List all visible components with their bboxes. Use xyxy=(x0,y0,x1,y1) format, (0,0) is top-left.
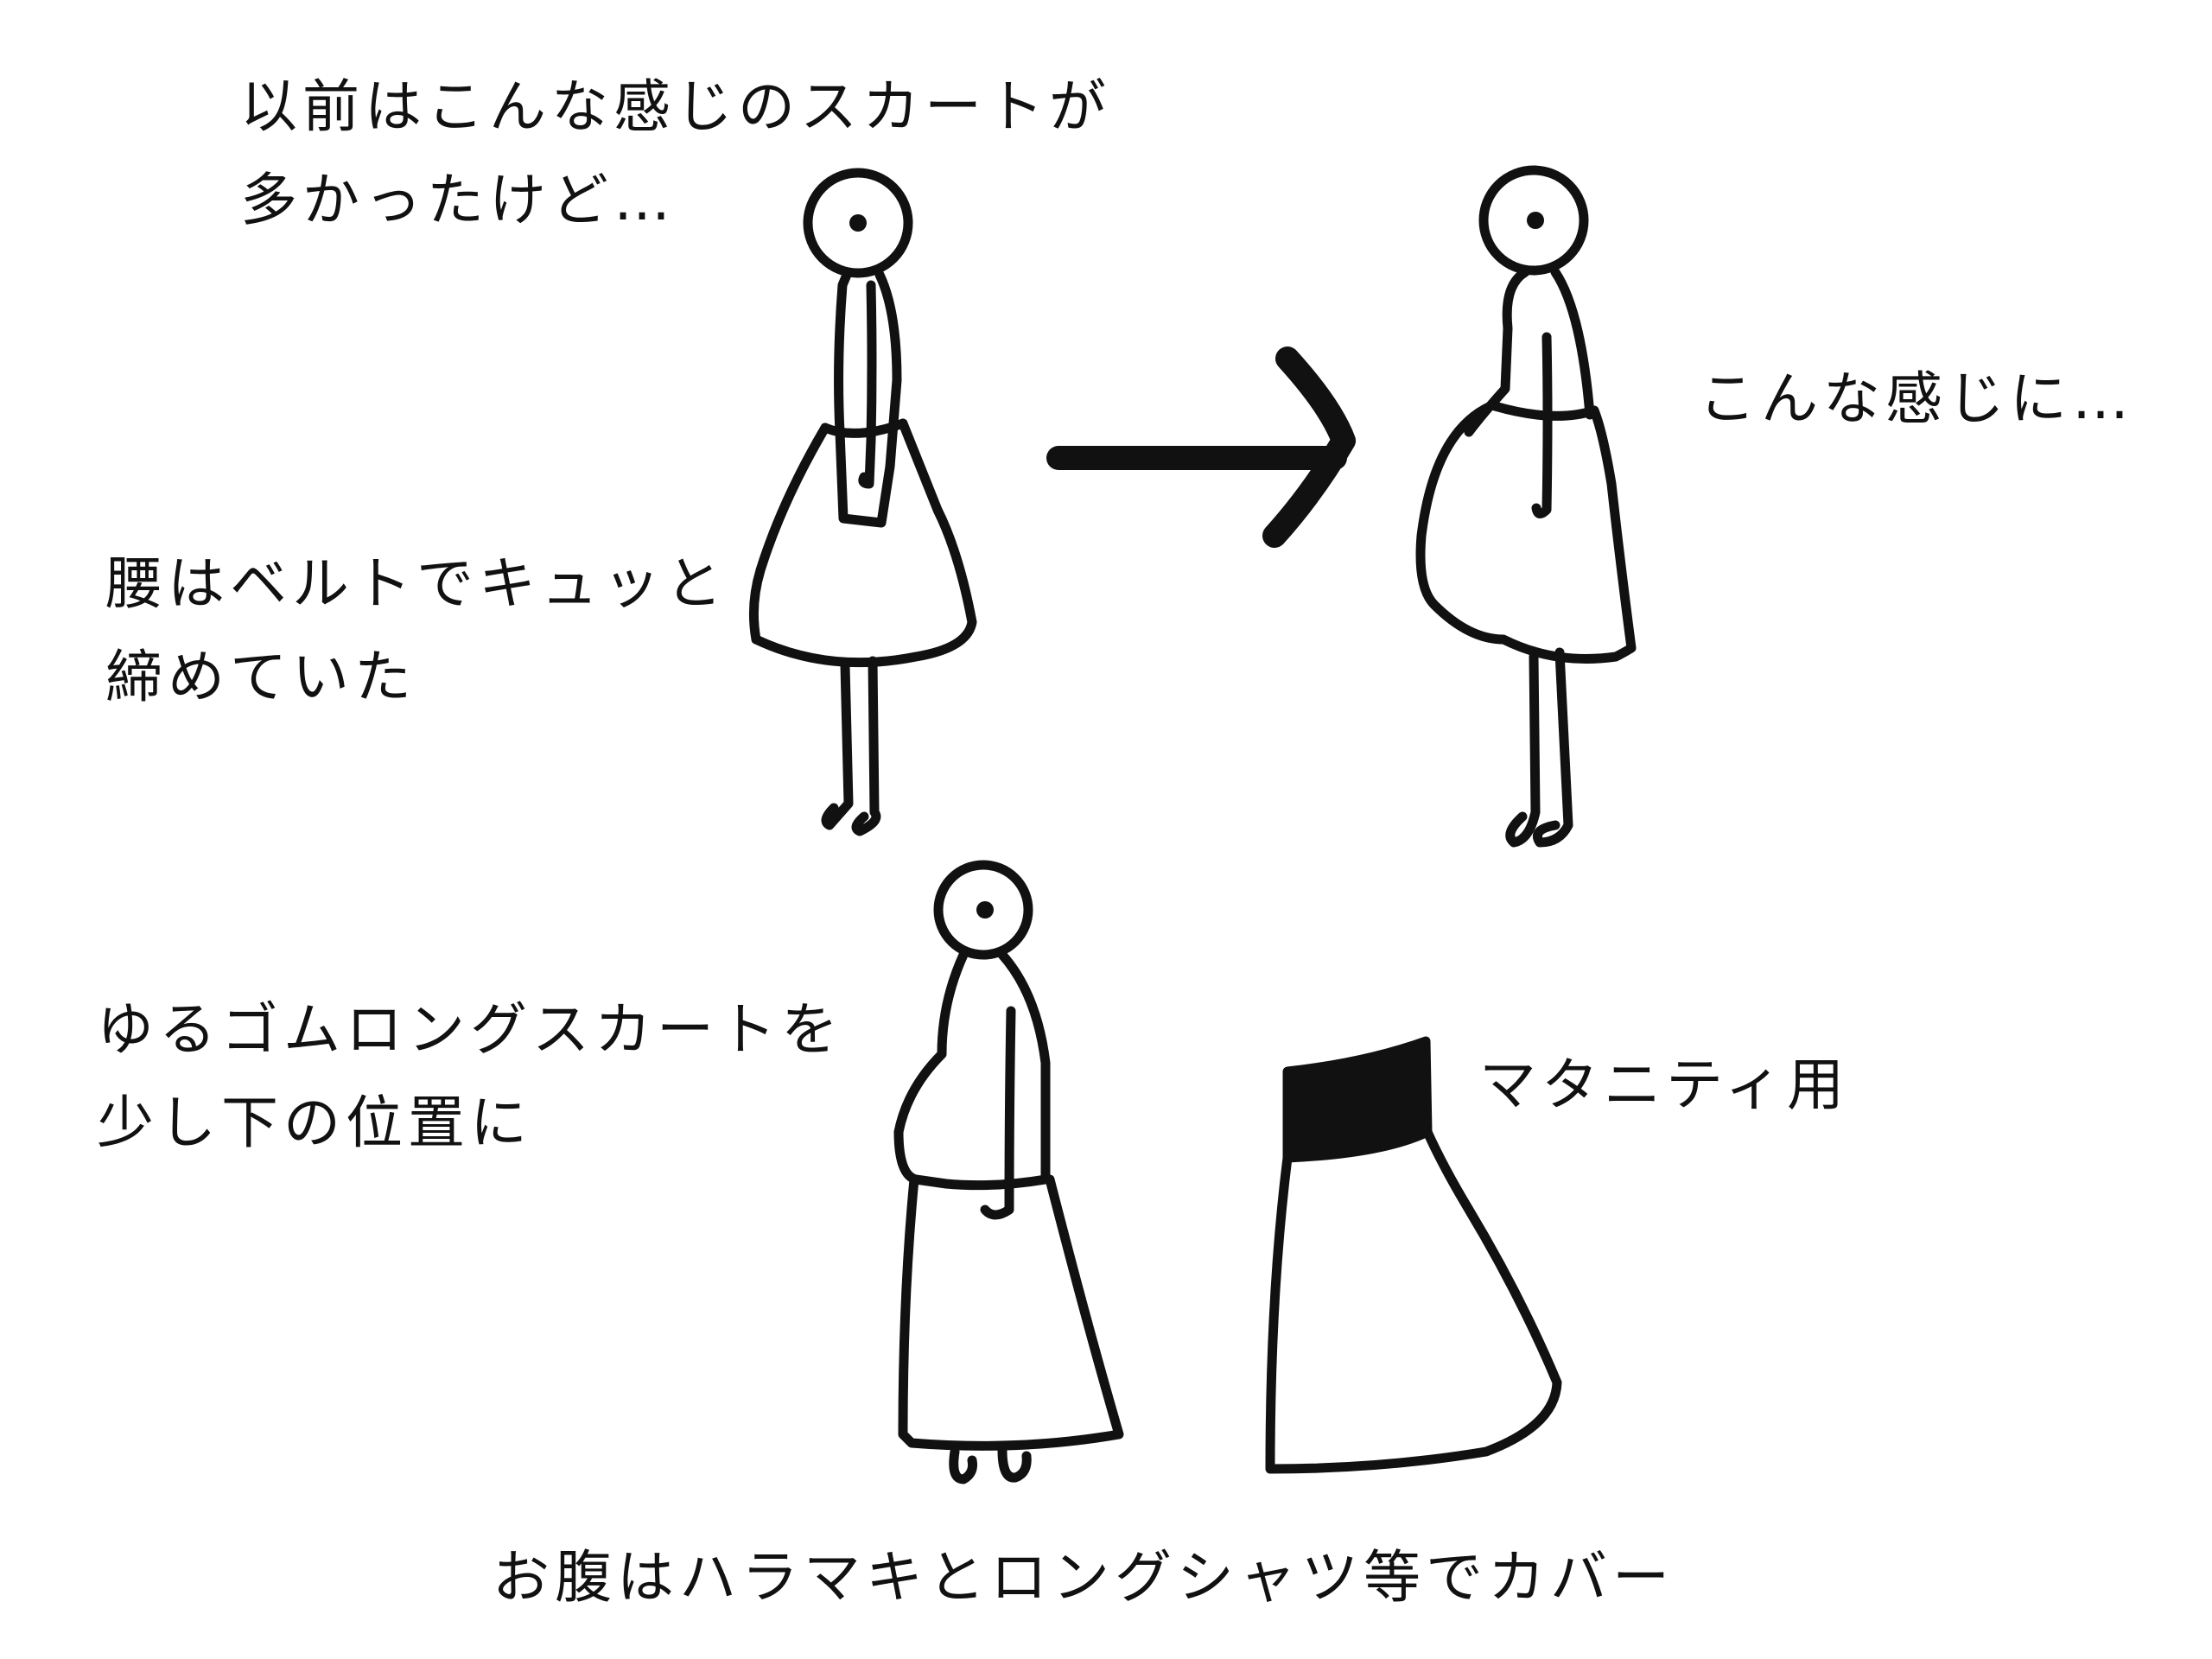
figure-before xyxy=(748,168,977,836)
caption-waist-line2: 締めていた xyxy=(105,644,416,710)
figure-before-belt xyxy=(820,418,908,438)
figure-long-skirt-torso xyxy=(893,950,1051,1191)
caption-now: こんな感じに… xyxy=(1699,365,2134,432)
figure-now-leg-right xyxy=(1532,647,1573,848)
figure-long-skirt-foot-left xyxy=(949,1446,977,1484)
figure-now xyxy=(1415,165,1637,848)
figure-before-leg-right xyxy=(851,656,881,836)
caption-waist-line1: 腰はベルトでキュッと xyxy=(105,550,728,617)
figure-long-skirt-eye xyxy=(976,901,994,918)
figure-now-eye xyxy=(1527,212,1544,229)
maternity-skirt-body xyxy=(1265,1127,1562,1474)
figure-before-head xyxy=(803,168,913,278)
figure-now-belt xyxy=(1490,401,1599,421)
figure-before-leg-left xyxy=(821,660,854,830)
figure-now-arm xyxy=(1531,332,1553,518)
figure-long-skirt-head xyxy=(933,860,1033,960)
caption-waist: 腰はベルトでキュッと締めていた xyxy=(105,537,728,724)
figure-long-skirt xyxy=(893,860,1124,1484)
figure-before-skirt xyxy=(748,418,977,668)
caption-before-line1: 以前はこんな感じのスカートが xyxy=(240,73,1111,140)
figure-now-leg-left xyxy=(1505,652,1541,848)
caption-before: 以前はこんな感じのスカートが多かったけど… xyxy=(240,60,1111,247)
caption-elastic-skirt-line2: 少し下の位置に xyxy=(97,1090,532,1156)
caption-elastic-skirt-line1: ゆるゴムロングスカートを xyxy=(97,996,843,1063)
figure-now-skirt xyxy=(1415,401,1637,664)
figure-now-torso xyxy=(1464,267,1595,437)
caption-elastic-skirt: ゆるゴムロングスカートを少し下の位置に xyxy=(97,983,843,1170)
figure-before-arm xyxy=(858,280,877,489)
figure-long-skirt-skirt xyxy=(898,1174,1124,1451)
figure-long-skirt-arm xyxy=(980,1006,1016,1220)
figure-before-torso xyxy=(834,270,902,528)
caption-belly-cover: お腹はハラマキとロングシャツ等でカバー xyxy=(493,1544,1675,1611)
caption-maternity: マタニティ用 xyxy=(1479,1052,1850,1118)
figure-long-skirt-foot-right xyxy=(997,1445,1032,1483)
figure-before-eye xyxy=(849,214,867,232)
maternity-skirt-icon xyxy=(1265,1036,1562,1474)
caption-before-line2: 多かったけど… xyxy=(240,167,676,233)
figure-now-head xyxy=(1478,165,1589,276)
arrow-icon xyxy=(1046,346,1356,548)
